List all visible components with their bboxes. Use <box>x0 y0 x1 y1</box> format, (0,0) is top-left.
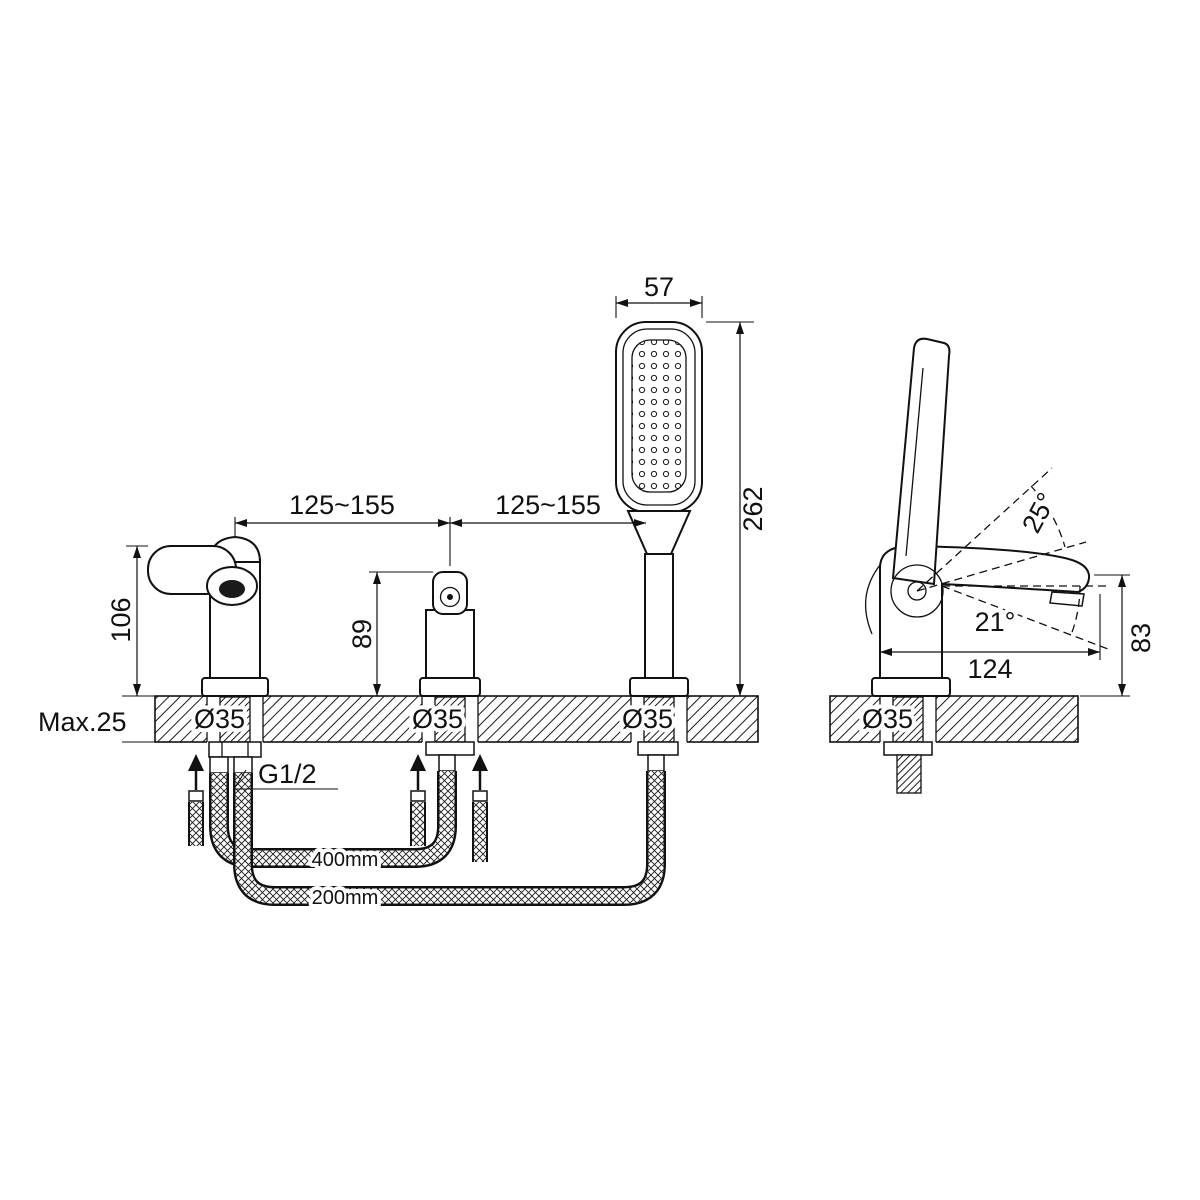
deck-side <box>829 695 1079 743</box>
dim-shower-width: 57 <box>615 272 703 318</box>
inlet-arrow-middle-right <box>472 754 488 790</box>
dim-handle-angle: 25° <box>1012 484 1066 542</box>
hole-label-shower: Ø35 <box>622 704 673 734</box>
deck-hole-edges-side <box>879 696 937 742</box>
dim-label-spout-angle: 21° <box>975 607 1016 637</box>
dim-label-handle-angle: 25° <box>1016 488 1062 538</box>
side-nut <box>883 741 933 756</box>
tail-fitting <box>188 790 204 802</box>
shower-shank <box>643 696 675 743</box>
dim-label-spacing-right: 125~155 <box>495 490 601 520</box>
hose-upper <box>209 771 457 868</box>
side-view <box>829 337 1109 794</box>
dim-spacing-right: 125~155 <box>450 486 646 527</box>
dim-diverter-height: 89 <box>347 571 433 697</box>
handle-angle-arc <box>1030 485 1066 548</box>
inlet-connections <box>188 754 488 862</box>
handle-inner-line <box>905 367 924 557</box>
hole-label-mixer: Ø35 <box>194 704 245 734</box>
dim-spout-height: 83 <box>1080 574 1156 697</box>
dim-label-shower-width: 57 <box>644 272 674 302</box>
mixer-body-contour <box>865 564 881 635</box>
mixer-front <box>147 535 269 697</box>
mounting-hardware-front <box>208 696 679 774</box>
mixer-spout-opening <box>219 580 245 598</box>
handle-angle-line-a <box>916 467 1053 592</box>
shower-escutcheon <box>629 677 689 697</box>
tail-fitting <box>410 790 426 802</box>
mixer-side <box>865 337 1091 697</box>
diverter-nut <box>425 741 475 756</box>
dim-thread-size: G1/2 <box>233 755 338 793</box>
hand-shower <box>615 321 703 697</box>
dim-spout-reach: 124 <box>880 594 1101 688</box>
deck-hole-edges <box>206 696 688 742</box>
diverter-body <box>425 609 475 679</box>
hose-fitting <box>209 756 229 774</box>
hose-upper-length-label: 400mm <box>312 849 379 871</box>
spout-angle-arc <box>1070 585 1081 636</box>
side-threaded-rod <box>896 754 922 794</box>
dim-label-spout-reach: 124 <box>967 654 1012 684</box>
shower-handle <box>644 553 674 679</box>
shower-neck <box>626 510 692 555</box>
side-shank <box>892 696 924 743</box>
hose-fitting <box>233 756 253 774</box>
hoses: 400mm 200mm <box>209 771 666 913</box>
hole-diameter-labels: Ø35 Ø35 Ø35 Ø35 <box>190 700 917 738</box>
dim-shower-height: 262 <box>706 321 768 696</box>
mixer-nut <box>208 741 262 758</box>
hose-fitting <box>647 754 665 772</box>
dim-deck-thickness: Max.25 <box>38 695 155 743</box>
spout-aerator <box>1049 591 1085 607</box>
dim-label-spout-height: 83 <box>1126 623 1156 653</box>
diverter-knob <box>432 571 468 615</box>
hose-lower <box>233 771 666 906</box>
mounting-hardware-side <box>883 696 933 794</box>
dim-label-deck-thickness: Max.25 <box>38 707 127 737</box>
hose-fitting <box>438 754 456 772</box>
deck-cross-section-side <box>829 694 1079 744</box>
hose-lower-length-label: 200mm <box>312 887 379 909</box>
shower-head-inner-line <box>622 328 696 506</box>
inlet-arrow-left <box>188 754 204 790</box>
dim-spout-angle: 21° <box>971 603 1020 641</box>
hole-label-diverter: Ø35 <box>412 704 463 734</box>
mixer-handle-side <box>891 337 951 586</box>
shower-spray-face <box>631 339 687 493</box>
shower-nut <box>637 741 679 756</box>
spout-angle-line-b <box>941 585 1109 650</box>
mixer-shank <box>219 696 251 743</box>
hole-label-side: Ø35 <box>862 704 913 734</box>
dim-label-diverter-height: 89 <box>347 619 377 649</box>
dim-label-thread-size: G1/2 <box>258 759 317 789</box>
handle-pivot-center <box>907 581 927 601</box>
dim-mixer-height: 106 <box>106 545 155 697</box>
tail-fitting <box>472 790 488 802</box>
dim-spacing-left: 125~155 <box>234 486 451 566</box>
diverter-symbol-dot <box>447 594 453 600</box>
angle-guides <box>916 467 1109 650</box>
dim-label-shower-height: 262 <box>738 486 768 531</box>
inlet-arrow-middle-left <box>410 754 426 790</box>
diverter-symbol <box>439 586 461 608</box>
mixer-escutcheon-side <box>871 677 951 697</box>
dim-label-mixer-height: 106 <box>106 597 136 642</box>
front-view: 400mm 200mm <box>147 321 759 913</box>
diverter-front <box>419 571 481 697</box>
dim-label-spacing-left: 125~155 <box>289 490 395 520</box>
diverter-escutcheon <box>419 677 481 697</box>
mixer-escutcheon <box>201 677 269 697</box>
handle-pivot <box>890 564 944 618</box>
handle-angle-line-b <box>916 541 1087 592</box>
